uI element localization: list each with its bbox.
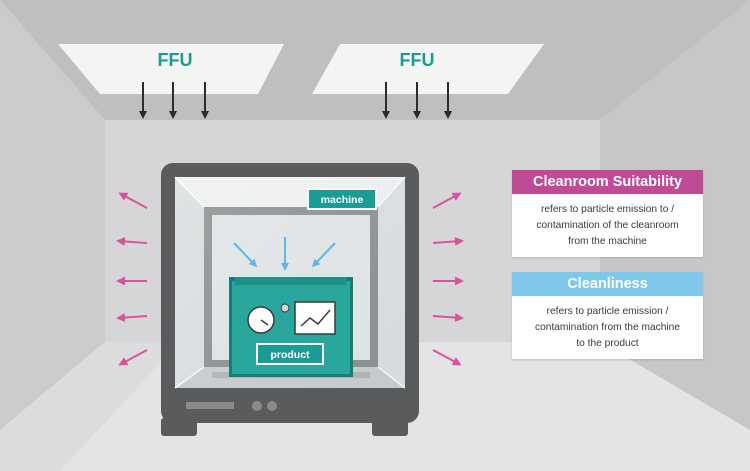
emission-arrow (116, 313, 148, 323)
emission-arrow (116, 236, 148, 246)
product: product (229, 277, 353, 377)
machine-tag (307, 188, 377, 210)
card-line: from the machine (568, 236, 647, 247)
cleanliness-arrows (233, 237, 336, 271)
machine-label: machine (321, 194, 364, 206)
emission-arrows-left (116, 192, 148, 366)
emission-arrow (432, 192, 462, 209)
card-line: to the product (576, 338, 639, 349)
emission-arrow (432, 313, 464, 323)
glass-edge (377, 366, 406, 389)
glass-edge (174, 366, 205, 389)
indicator-light-icon (280, 303, 290, 313)
control-knob (252, 401, 262, 411)
card-title: Cleanroom Suitability (512, 170, 703, 194)
ffu-left: FFU (58, 44, 284, 119)
card-line: contamination from the machine (535, 322, 680, 333)
card-title: Cleanliness (512, 272, 703, 296)
control-knob (267, 401, 277, 411)
card-line: refers to particle emission to / (540, 204, 675, 215)
emission-arrows-right (432, 192, 464, 366)
chart-display-icon (294, 301, 336, 335)
chart-line (300, 309, 331, 327)
glass-edge (174, 176, 205, 208)
ffu-right: FFU (312, 44, 544, 119)
emission-arrow (118, 349, 148, 366)
emission-arrow (118, 192, 148, 209)
ffu-left-panel (58, 44, 284, 94)
emission-arrow (432, 349, 462, 366)
card-description: refers to particle emission to / contami… (512, 194, 703, 257)
left-wall (0, 0, 105, 430)
product-label: product (270, 349, 310, 361)
product-top-ridge (235, 277, 347, 285)
card-line: contamination of the cleanroom (536, 220, 679, 231)
ffu-left-label: FFU (158, 50, 193, 70)
ffu-right-panel (312, 44, 544, 94)
card-description: refers to particle emission / contaminat… (512, 296, 703, 359)
floor-shade (0, 342, 180, 471)
product-tag (256, 343, 324, 365)
cleanliness-arrow (233, 242, 258, 268)
card-cleanliness: Cleanliness refers to particle emission … (512, 272, 703, 359)
glass-edge (377, 176, 406, 208)
ffu-right-label: FFU (400, 50, 435, 70)
emission-arrow (432, 236, 464, 246)
card-line: refers to particle emission / (546, 306, 669, 317)
gauge-needle (260, 319, 269, 326)
card-cleanroom-suitability: Cleanroom Suitability refers to particle… (512, 170, 703, 257)
cleanliness-arrow (311, 242, 336, 268)
control-slot (186, 402, 234, 409)
